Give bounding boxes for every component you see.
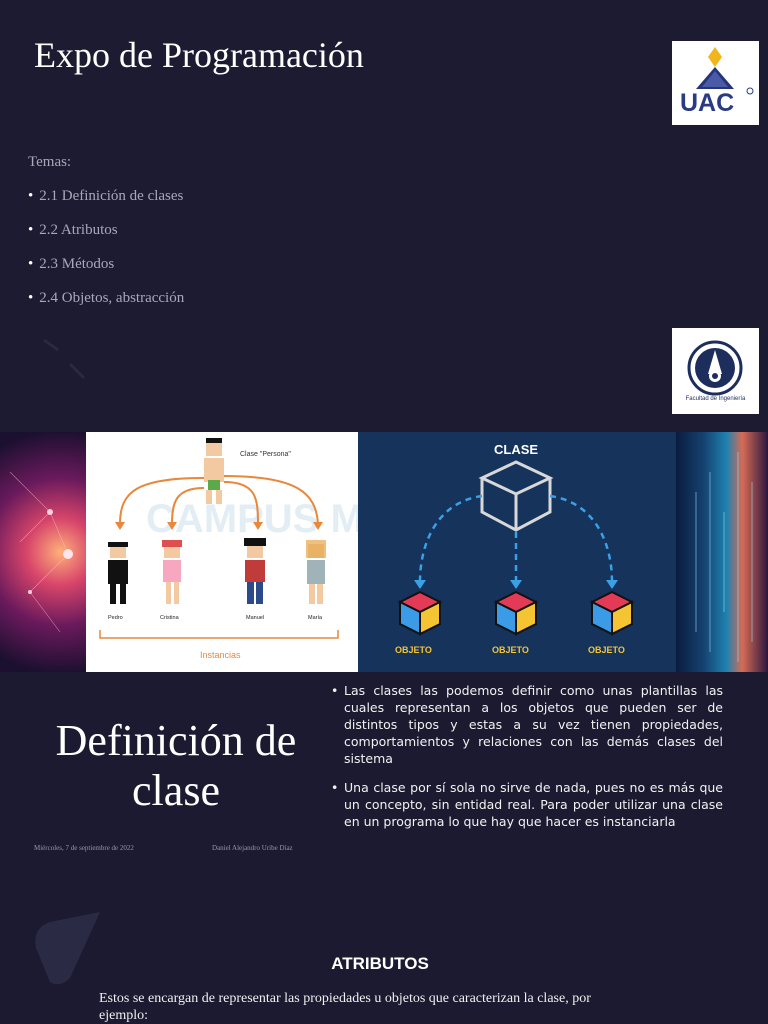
- object-label: OBJETO: [492, 645, 529, 655]
- watermark-text: CAMPUS MVP: [146, 497, 358, 541]
- network-art-image: [0, 432, 86, 672]
- topics-label: Temas:: [28, 154, 72, 170]
- footer-author: Daniel Alejandro Uribe Díaz: [212, 844, 293, 852]
- persona-name: Cristina: [160, 615, 180, 621]
- instances-bracket: [99, 630, 339, 639]
- image-band: CAMPUS MVP Clase "Persona": [0, 432, 768, 672]
- attributes-slide: ATRIBUTOS Estos se encargan de represent…: [0, 872, 768, 1024]
- definition-bullet: Una clase por sí sola no sirve de nada, …: [331, 779, 723, 830]
- data-visual-image: [676, 432, 768, 672]
- topic-item: 2.2 Atributos: [28, 222, 184, 239]
- topic-item: 2.3 Métodos: [28, 256, 184, 273]
- persona-name: Pedro: [108, 615, 123, 621]
- definition-title-line: clase: [132, 766, 220, 815]
- class-label: Clase "Persona": [240, 451, 291, 458]
- engineering-logo-caption: Facultad de Ingeniería: [685, 396, 746, 402]
- uac-logo: UAC: [672, 41, 759, 125]
- persona-name: Manuel: [246, 615, 264, 621]
- class-object-diagram: CLASE: [358, 432, 676, 672]
- cristina-figure: [162, 540, 182, 604]
- maria-figure: [306, 540, 326, 604]
- decorative-lines: [43, 338, 86, 380]
- engineering-faculty-logo: Facultad de Ingeniería: [672, 328, 759, 414]
- object-cube-icon: [397, 590, 443, 636]
- definition-bullets: Las clases las podemos definir como unas…: [330, 682, 723, 842]
- object-cube-icon: [589, 590, 635, 636]
- uac-logo-text: UAC: [680, 89, 734, 117]
- clase-title: CLASE: [494, 442, 538, 457]
- attributes-title: ATRIBUTOS: [331, 954, 429, 973]
- definition-slide: Definición de clase Miércoles, 7 de sept…: [0, 672, 768, 872]
- topics-list: Temas: 2.1 Definición de clases 2.2 Atri…: [28, 154, 184, 324]
- definition-title: Definición de clase: [30, 716, 322, 816]
- decorative-shape: [35, 912, 100, 985]
- persona-class-diagram: CAMPUS MVP Clase "Persona": [86, 432, 417, 672]
- topic-item: 2.4 Objetos, abstracción: [28, 290, 184, 307]
- object-label: OBJETO: [395, 645, 432, 655]
- persona-name: María: [308, 615, 323, 621]
- page-title: Expo de Programación: [34, 35, 364, 75]
- topic-item: 2.1 Definición de clases: [28, 188, 184, 205]
- object-label: OBJETO: [588, 645, 625, 655]
- title-slide: Expo de Programación UAC Temas: 2.1 Defi…: [0, 0, 768, 432]
- instance-arrows: [119, 475, 319, 525]
- definition-title-line: Definición de: [55, 716, 297, 765]
- person-figure: [204, 438, 224, 504]
- class-cube-icon: [478, 460, 554, 532]
- attributes-text: Estos se encargan de representar las pro…: [99, 991, 591, 1023]
- object-cube-icon: [493, 590, 539, 636]
- pedro-figure: [108, 542, 128, 604]
- dashed-arrows: [418, 494, 614, 583]
- manuel-figure: [244, 538, 266, 604]
- instances-label: Instancias: [200, 650, 241, 660]
- definition-bullet: Las clases las podemos definir como unas…: [331, 682, 723, 767]
- footer-date: Miércoles, 7 de septiembre de 2022: [34, 844, 134, 852]
